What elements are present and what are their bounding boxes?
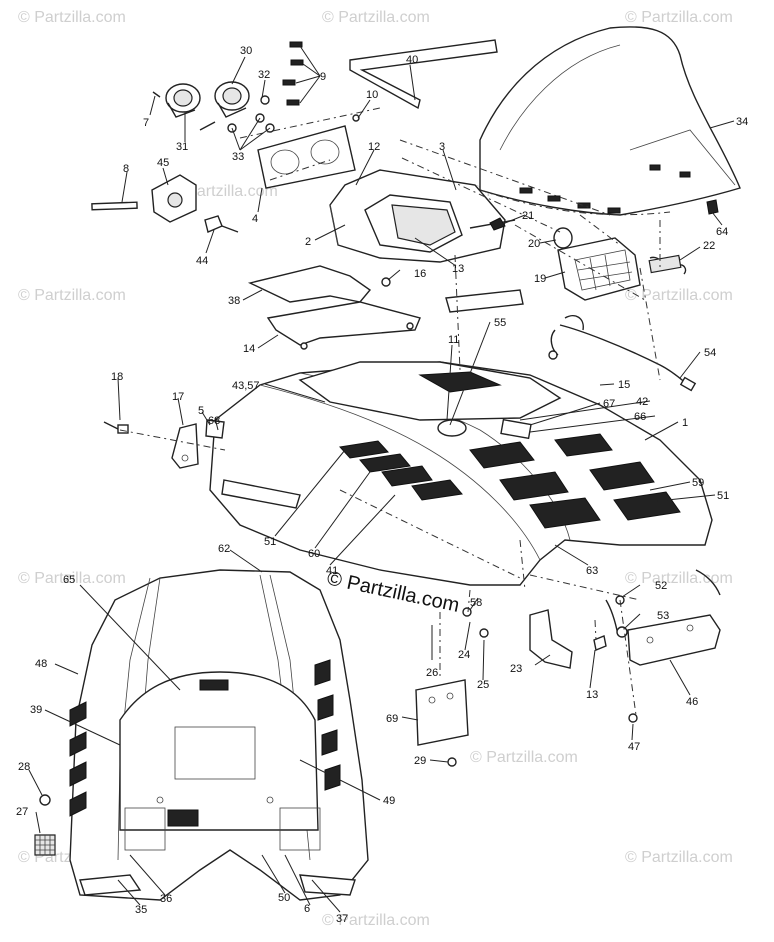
ignition-switch bbox=[91, 174, 239, 233]
console-cover bbox=[329, 169, 516, 263]
callout-26: 26 bbox=[426, 667, 438, 679]
callout-35: 35 bbox=[135, 904, 147, 916]
callout-24: 24 bbox=[458, 649, 470, 661]
watermark-text: © Partzilla.com bbox=[18, 570, 126, 587]
callout-2: 2 bbox=[305, 236, 311, 248]
callout-14: 14 bbox=[243, 343, 255, 355]
callout-33: 33 bbox=[232, 151, 244, 163]
watermark-text: © Partzilla.com bbox=[18, 287, 126, 304]
callout-55: 55 bbox=[494, 317, 506, 329]
watermark-text: © Partzilla.com bbox=[625, 9, 733, 26]
callout-12: 12 bbox=[368, 141, 380, 153]
callout-6: 6 bbox=[304, 903, 310, 915]
callout-37: 37 bbox=[336, 913, 348, 925]
watermark-text: © Partzilla.com bbox=[322, 912, 430, 929]
callout-39: 39 bbox=[30, 704, 42, 716]
callout-54: 54 bbox=[704, 347, 716, 359]
callout-40: 40 bbox=[406, 54, 418, 66]
callout-62: 62 bbox=[218, 543, 230, 555]
callout-32: 32 bbox=[258, 69, 270, 81]
callout-9: 9 bbox=[320, 71, 326, 83]
callout-labels: 30 9 40 32 7 31 33 10 34 3 12 8 45 4 21 … bbox=[16, 45, 748, 925]
callout-19: 19 bbox=[534, 273, 546, 285]
callout-25: 25 bbox=[477, 679, 489, 691]
callout-15: 15 bbox=[618, 379, 630, 391]
assembly-reference-lines bbox=[119, 107, 661, 716]
callout-5: 5 bbox=[198, 405, 204, 417]
callout-27: 27 bbox=[16, 806, 28, 818]
callout-66: 66 bbox=[634, 411, 646, 423]
callout-23: 23 bbox=[510, 663, 522, 675]
callout-49: 49 bbox=[383, 795, 395, 807]
callout-38: 38 bbox=[228, 295, 240, 307]
windshield bbox=[479, 26, 741, 216]
callout-63: 63 bbox=[586, 565, 598, 577]
gauge-assembly bbox=[152, 41, 360, 189]
callout-44: 44 bbox=[196, 255, 208, 267]
callout-68: 68 bbox=[208, 415, 220, 427]
watermark-text: © Partzilla.com bbox=[625, 849, 733, 866]
watermark-text: © Partzilla.com bbox=[625, 287, 733, 304]
wiring-harness bbox=[548, 314, 697, 392]
callout-29: 29 bbox=[414, 755, 426, 767]
callout-22: 22 bbox=[703, 240, 715, 252]
callout-59: 59 bbox=[692, 477, 704, 489]
watermark-text: © Partzilla.com bbox=[322, 9, 430, 26]
seals-and-pads bbox=[247, 265, 524, 350]
callout-13-lower: 13 bbox=[586, 689, 598, 701]
side-bracket bbox=[103, 421, 199, 469]
callout-10: 10 bbox=[366, 89, 378, 101]
callout-47: 47 bbox=[628, 741, 640, 753]
watermarks: © Partzilla.com © Partzilla.com © Partzi… bbox=[18, 9, 733, 929]
callout-17: 17 bbox=[172, 391, 184, 403]
watermark-text: © Partzilla.com bbox=[170, 183, 278, 200]
callout-52: 52 bbox=[655, 580, 667, 592]
callout-50: 50 bbox=[278, 892, 290, 904]
callout-13-upper: 13 bbox=[452, 263, 464, 275]
callout-18: 18 bbox=[111, 371, 123, 383]
callout-1: 1 bbox=[682, 417, 688, 429]
callout-16: 16 bbox=[414, 268, 426, 280]
callout-34: 34 bbox=[736, 116, 748, 128]
callout-69: 69 bbox=[386, 713, 398, 725]
callout-53: 53 bbox=[657, 610, 669, 622]
watermark-text: © Partzilla.com bbox=[470, 749, 578, 766]
callout-48: 48 bbox=[35, 658, 47, 670]
callout-65: 65 bbox=[63, 574, 75, 586]
callout-43-57: 43,57 bbox=[232, 380, 260, 392]
hinge-brackets bbox=[415, 569, 721, 767]
watermark-text: © Partzilla.com bbox=[625, 570, 733, 587]
callout-31: 31 bbox=[176, 141, 188, 153]
windshield-trim bbox=[349, 39, 498, 110]
callout-3: 3 bbox=[439, 141, 445, 153]
callout-42: 42 bbox=[636, 396, 648, 408]
callout-58: 58 bbox=[470, 597, 482, 609]
callout-46: 46 bbox=[686, 696, 698, 708]
callout-8: 8 bbox=[123, 163, 129, 175]
callout-28: 28 bbox=[18, 761, 30, 773]
callout-51-left: 51 bbox=[264, 536, 276, 548]
leader-lines bbox=[28, 45, 735, 913]
callout-60: 60 bbox=[308, 548, 320, 560]
callout-36: 36 bbox=[160, 893, 172, 905]
callout-45: 45 bbox=[157, 157, 169, 169]
watermark-text: © Partzilla.com bbox=[18, 9, 126, 26]
callout-20: 20 bbox=[528, 238, 540, 250]
hood-lower bbox=[34, 569, 369, 901]
callout-11: 11 bbox=[448, 334, 459, 346]
callout-4: 4 bbox=[252, 213, 258, 225]
callout-51-right: 51 bbox=[717, 490, 729, 502]
hood-upper bbox=[205, 361, 713, 591]
callout-30: 30 bbox=[240, 45, 252, 57]
callout-7: 7 bbox=[143, 117, 149, 129]
callout-67: 67 bbox=[603, 398, 615, 410]
callout-41: 41 bbox=[326, 565, 338, 577]
headlight-assembly bbox=[489, 199, 719, 301]
callout-64: 64 bbox=[716, 226, 728, 238]
callout-21: 21 bbox=[522, 210, 534, 222]
